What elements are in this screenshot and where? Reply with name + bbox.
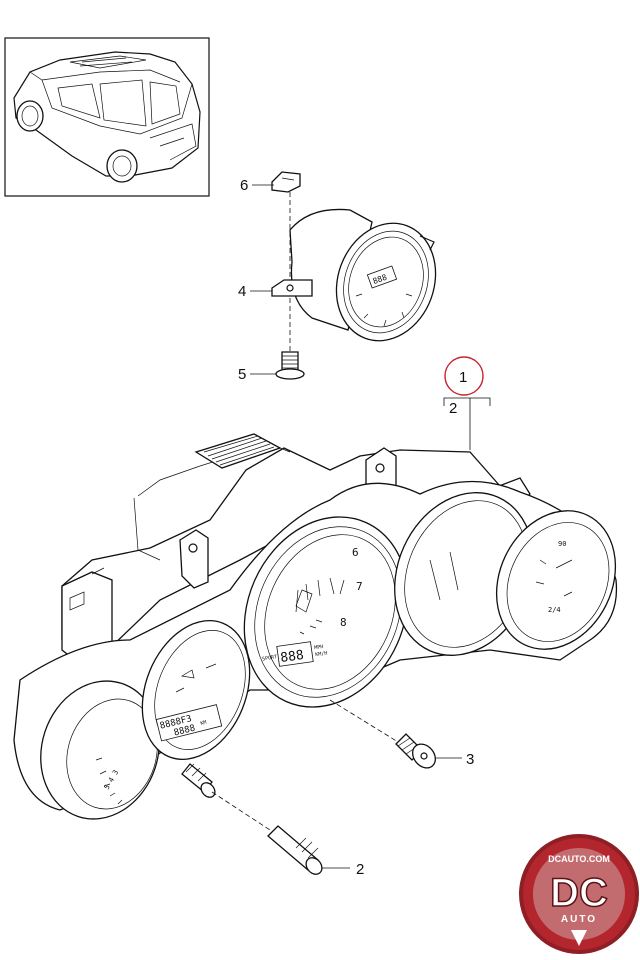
right-gauge-label-24: 2/4 — [548, 606, 561, 614]
right-gauge-label-90: 90 — [558, 540, 566, 548]
logo-dc-text: DC — [550, 871, 608, 915]
highlight-circle — [444, 356, 484, 396]
pin-axis — [211, 791, 271, 831]
fuel-odometer-gauge: 8888F3 8888 KM — [141, 620, 251, 760]
vent-grille — [194, 433, 282, 469]
screw-part-5 — [275, 351, 305, 380]
left-gauge: 5 4 3 — [40, 680, 160, 820]
odometer-unit: KM — [200, 720, 207, 727]
right-gauge: 90 2/4 — [495, 510, 617, 650]
callout-2-pin: 2 — [356, 861, 364, 878]
tach-label-8: 8 — [340, 616, 347, 629]
callout-2-bracket: 2 — [449, 400, 457, 417]
sport-label: SPORT — [262, 654, 278, 663]
callout-bracket — [443, 397, 491, 406]
clip-nut — [271, 171, 301, 193]
callout-4: 4 — [238, 283, 246, 300]
logo-auto-text: AUTO — [561, 914, 597, 925]
auxiliary-gauge: 888 — [271, 208, 437, 342]
speed-unit-kmh: KM/H — [315, 651, 328, 659]
tach-label-7: 7 — [356, 580, 363, 593]
speed-unit-mph: MPH — [314, 644, 324, 651]
pin-lower — [267, 825, 323, 875]
tach-label-6: 6 — [352, 546, 359, 559]
callout-6: 6 — [240, 177, 248, 194]
vehicle-thumbnail — [4, 37, 210, 197]
logo-site-text: DCAUTO.COM — [548, 854, 610, 864]
dcauto-logo: DCAUTO.COM DC AUTO — [519, 834, 639, 954]
speed-readout: 888 — [279, 648, 304, 666]
logo-emblem-icon — [571, 930, 587, 946]
callouts: 6 4 5 1 2 3 2 — [238, 177, 491, 878]
mount-tab-left — [179, 529, 209, 589]
callout-5: 5 — [238, 366, 246, 383]
bolt-part-3 — [395, 733, 436, 769]
callout-3: 3 — [466, 751, 474, 768]
tachometer: 6 7 8 888 MPH KM/H SPORT — [243, 516, 409, 708]
bolt-axis — [329, 699, 399, 743]
suv-illustration — [13, 51, 201, 183]
instrument-cluster: 5 4 3 8888F3 8888 KM 6 7 8 888 MPH KM/H … — [13, 433, 618, 820]
callout-1: 1 — [459, 369, 467, 386]
pin-upper — [181, 763, 216, 798]
